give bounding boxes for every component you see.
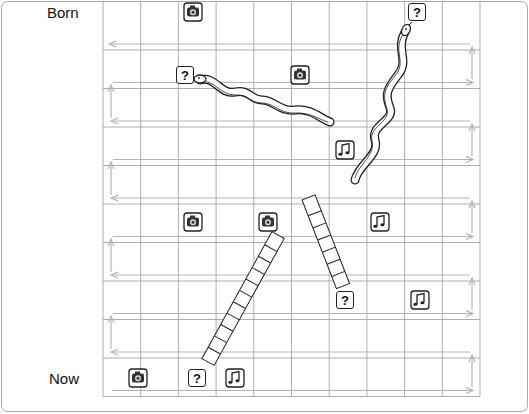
question-square: ? — [408, 3, 426, 21]
question-mark: ? — [341, 294, 349, 307]
board-label: Now — [49, 371, 79, 386]
question-square: ? — [188, 369, 206, 387]
question-mark: ? — [413, 6, 421, 19]
question-square: ? — [176, 66, 194, 84]
question-mark: ? — [181, 69, 189, 82]
board-label: Born — [47, 5, 79, 20]
question-mark: ? — [193, 372, 201, 385]
question-square: ? — [336, 291, 354, 309]
